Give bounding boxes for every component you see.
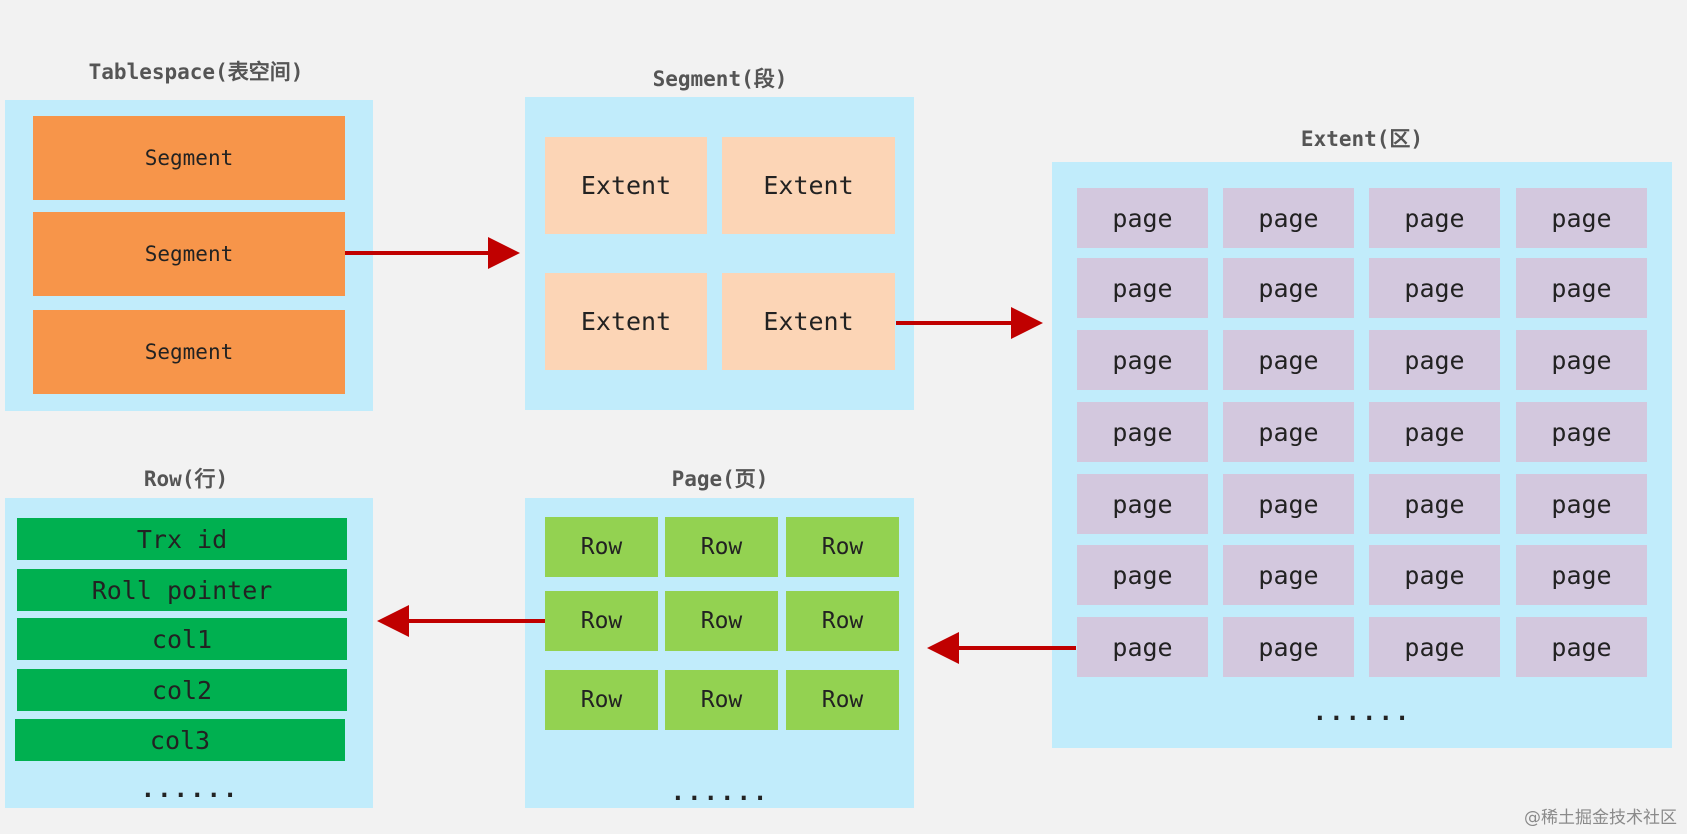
page-cell: page xyxy=(1077,474,1208,534)
segment-extent: Extent xyxy=(722,273,895,370)
segment-title: Segment(段) xyxy=(652,67,788,91)
tablespace-segment: Segment xyxy=(33,116,345,200)
extent-title: Extent(区) xyxy=(1300,127,1424,151)
page-cell: page xyxy=(1077,188,1208,248)
page-cell: page xyxy=(1516,188,1647,248)
row-cell: Row xyxy=(545,670,658,730)
tablespace-panel: Segment Segment Segment xyxy=(5,100,373,411)
page-cell: page xyxy=(1223,474,1354,534)
page-cell: page xyxy=(1516,330,1647,390)
row-cell: Row xyxy=(786,517,899,577)
page-cell: page xyxy=(1223,330,1354,390)
tablespace-segment: Segment xyxy=(33,212,345,296)
page-cell: page xyxy=(1516,402,1647,462)
page-cell: page xyxy=(1223,402,1354,462)
page-title: Page(页) xyxy=(671,467,769,491)
row-title: Row(行) xyxy=(143,467,229,491)
row-panel: Trx id Roll pointer col1 col2 col3 .....… xyxy=(5,498,373,808)
row-cell: Row xyxy=(665,670,778,730)
row-cell: Row xyxy=(786,670,899,730)
row-field: col1 xyxy=(17,618,347,660)
extent-ellipsis: ...... xyxy=(1312,698,1412,726)
page-cell: page xyxy=(1369,188,1500,248)
page-ellipsis: ...... xyxy=(670,778,770,806)
row-field: col3 xyxy=(15,719,345,761)
tablespace-title: Tablespace(表空间) xyxy=(88,60,304,84)
page-cell: page xyxy=(1516,258,1647,318)
page-cell: page xyxy=(1077,545,1208,605)
page-cell: page xyxy=(1077,258,1208,318)
page-cell: page xyxy=(1369,545,1500,605)
tablespace-segment: Segment xyxy=(33,310,345,394)
page-cell: page xyxy=(1077,617,1208,677)
row-field: Trx id xyxy=(17,518,347,560)
segment-extent: Extent xyxy=(545,137,707,234)
row-field: Roll pointer xyxy=(17,569,347,611)
page-cell: page xyxy=(1516,617,1647,677)
page-cell: page xyxy=(1223,188,1354,248)
segment-panel: Extent Extent Extent Extent xyxy=(525,97,914,410)
watermark: @稀土掘金技术社区 xyxy=(1524,808,1677,828)
row-cell: Row xyxy=(665,517,778,577)
row-cell: Row xyxy=(545,591,658,651)
page-cell: page xyxy=(1077,330,1208,390)
page-cell: page xyxy=(1369,402,1500,462)
page-cell: page xyxy=(1223,545,1354,605)
page-cell: page xyxy=(1516,474,1647,534)
page-cell: page xyxy=(1223,617,1354,677)
page-cell: page xyxy=(1516,545,1647,605)
row-cell: Row xyxy=(545,517,658,577)
segment-extent: Extent xyxy=(722,137,895,234)
page-cell: page xyxy=(1223,258,1354,318)
page-cell: page xyxy=(1369,617,1500,677)
page-cell: page xyxy=(1369,258,1500,318)
row-cell: Row xyxy=(665,591,778,651)
row-field: col2 xyxy=(17,669,347,711)
page-cell: page xyxy=(1369,330,1500,390)
page-cell: page xyxy=(1077,402,1208,462)
segment-extent: Extent xyxy=(545,273,707,370)
page-cell: page xyxy=(1369,474,1500,534)
row-cell: Row xyxy=(786,591,899,651)
row-ellipsis: ...... xyxy=(140,775,240,803)
